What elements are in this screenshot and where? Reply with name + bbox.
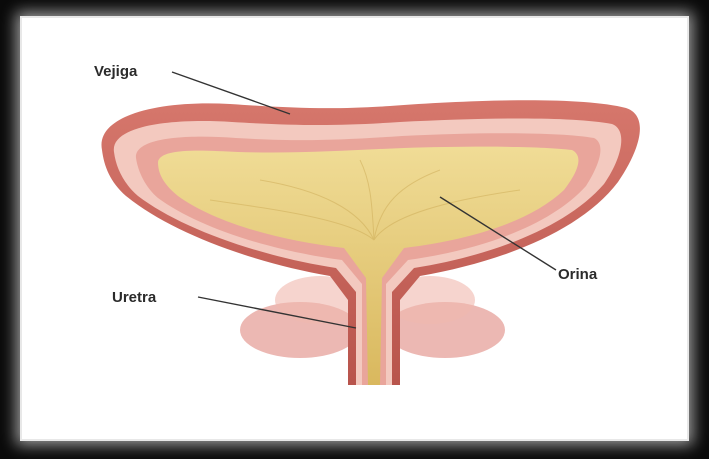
label-orina: Orina [558, 266, 598, 283]
label-uretra: Uretra [112, 289, 157, 306]
label-vejiga: Vejiga [94, 63, 138, 80]
